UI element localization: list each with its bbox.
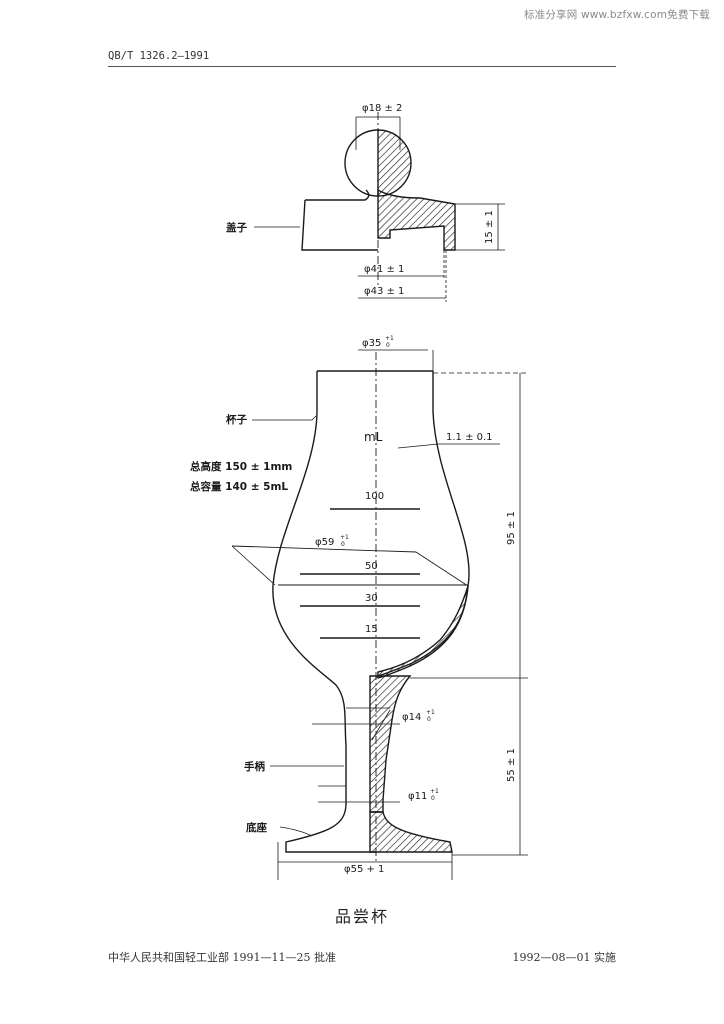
wall-thickness: 1.1 ± 0.1	[446, 432, 493, 443]
lid-body-left	[301, 199, 378, 251]
dim-stem-lower: φ11	[408, 791, 427, 802]
lid-neck-left	[305, 189, 370, 201]
unit-mark: mL	[364, 430, 383, 444]
lid-knob-left	[344, 129, 379, 197]
mark-15: 15	[365, 624, 378, 635]
mark-100: 100	[365, 491, 384, 502]
lid-drawing	[254, 112, 505, 302]
lid-dim-outer: φ43 ± 1	[364, 286, 404, 297]
mark-50: 50	[365, 561, 378, 572]
glass-left-outline	[272, 371, 376, 853]
dim-stem-height: 55 ± 1	[506, 748, 517, 782]
lid-label: 盖子	[226, 221, 247, 234]
watermark: 标准分享网 www.bzfxw.com免费下载	[523, 9, 710, 21]
label-handle: 手柄	[244, 760, 265, 773]
lid-dim-height: 15 ± 1	[484, 210, 495, 244]
dim-stem-upper-tol-lower: 0	[427, 716, 431, 723]
dim-bowl-height: 95 ± 1	[506, 511, 517, 545]
standard-code: QB/T 1326.2—1991	[108, 50, 210, 62]
lid-section	[377, 188, 456, 251]
glass-base-section	[369, 811, 453, 853]
label-base: 底座	[246, 821, 267, 834]
dim-stem-lower-tol-lower: 0	[431, 795, 435, 802]
glass-drawing	[231, 349, 528, 880]
glass-right-outline	[377, 371, 470, 677]
lid-dim-inner: φ41 ± 1	[364, 264, 404, 275]
dim-base-diameter: φ55 + 1	[344, 864, 384, 875]
figure-caption: 品尝杯	[334, 907, 389, 926]
total-height: 总高度 150 ± 1mm	[190, 460, 292, 473]
dim-stem-upper-tol-upper: +1	[426, 709, 435, 716]
glass-bowl-section	[377, 585, 469, 679]
dim-top-tol-lower: 0	[386, 342, 390, 349]
mark-30: 30	[365, 593, 378, 604]
lid-dim-top: φ18 ± 2	[362, 103, 402, 114]
header-rule	[108, 66, 616, 67]
label-bowl: 杯子	[226, 413, 247, 426]
dim-top-tol-upper: +1	[385, 335, 394, 342]
lid-knob-right-section	[377, 129, 412, 197]
dim-bowl-tol-lower: 0	[341, 541, 345, 548]
dim-bowl-tol-upper: +1	[340, 534, 349, 541]
dim-stem-upper: φ14	[402, 712, 421, 723]
footer-implementation: 1992—08—01 实施	[512, 951, 617, 964]
dim-bowl-diameter: φ59	[315, 537, 334, 548]
dim-stem-lower-tol-upper: +1	[430, 788, 439, 795]
footer-approval: 中华人民共和国轻工业部 1991—11—25 批准	[108, 951, 336, 964]
total-capacity: 总容量 140 ± 5mL	[190, 480, 288, 493]
dim-top-diameter: φ35	[362, 338, 381, 349]
